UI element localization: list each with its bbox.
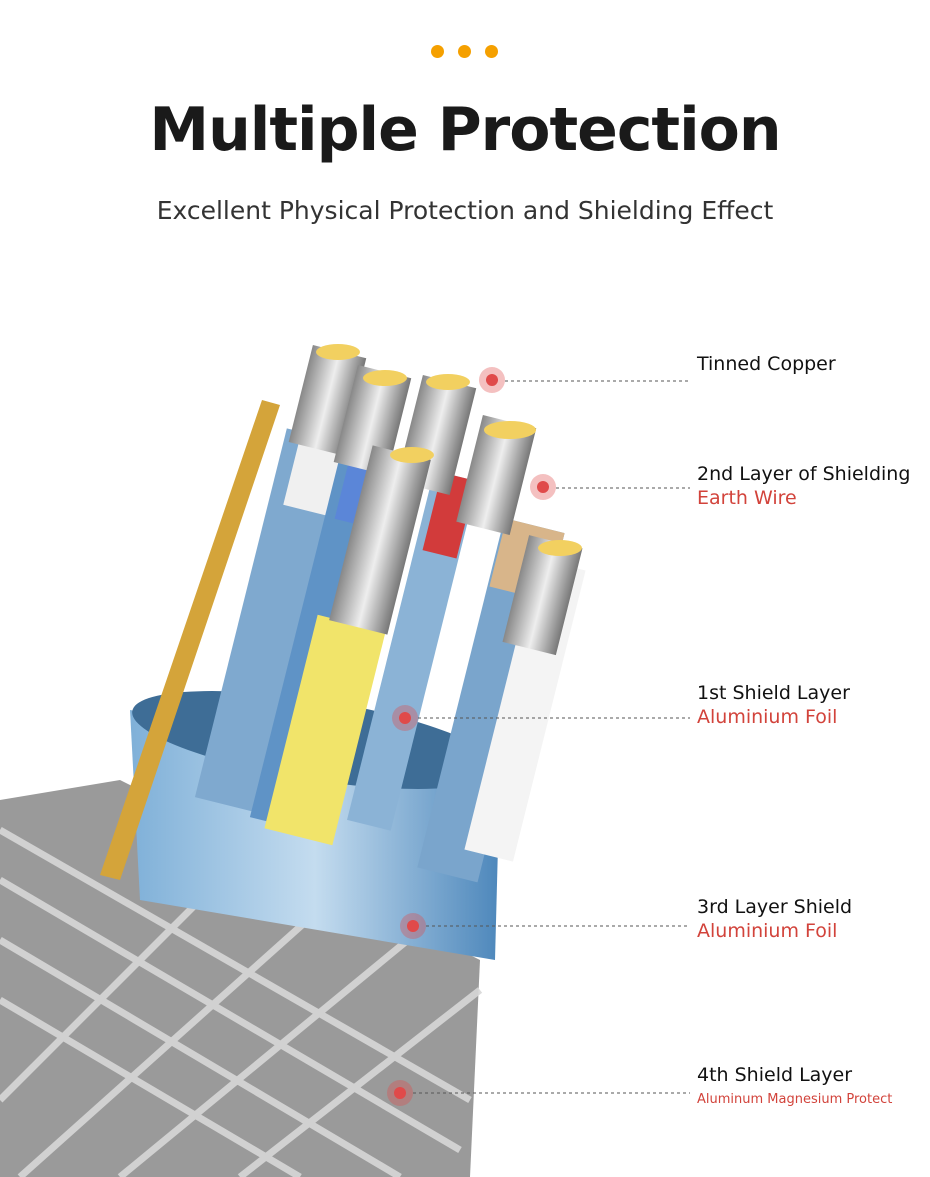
page-subtitle: Excellent Physical Protection and Shield… <box>156 196 774 225</box>
callout-subtitle: Earth Wire <box>697 487 797 509</box>
callout-marker-4th-shield <box>387 1080 690 1106</box>
callout-tinned-copper: Tinned Copper <box>697 353 836 375</box>
callout-2nd-layer-shielding: 2nd Layer of Shielding Earth Wire <box>697 463 910 509</box>
callout-title: 1st Shield Layer <box>697 682 850 704</box>
callout-title: Tinned Copper <box>697 353 836 375</box>
dot-icon <box>431 45 444 58</box>
callout-3rd-layer-shield: 3rd Layer Shield Aluminium Foil <box>697 896 852 942</box>
callout-title: 2nd Layer of Shielding <box>697 463 911 485</box>
callout-subtitle: Aluminium Foil <box>697 920 838 942</box>
callout-title: 3rd Layer Shield <box>697 896 853 918</box>
callout-marker-3rd-shield <box>400 913 690 939</box>
callout-4th-shield-layer: 4th Shield Layer Aluminum Magnesium Prot… <box>697 1064 892 1107</box>
callout-marker-1st-shield <box>392 705 690 731</box>
page-title: Multiple Protection <box>149 95 781 165</box>
callout-markers <box>387 367 690 1106</box>
callout-subtitle: Aluminum Magnesium Protect <box>697 1092 893 1107</box>
decorative-dots <box>431 45 498 58</box>
callout-marker-earth-wire <box>530 474 690 500</box>
dot-icon <box>458 45 471 58</box>
callout-1st-shield-layer: 1st Shield Layer Aluminium Foil <box>697 682 850 728</box>
callout-subtitle: Aluminium Foil <box>697 706 838 728</box>
dot-icon <box>485 45 498 58</box>
callout-title: 4th Shield Layer <box>697 1064 853 1086</box>
wires <box>100 344 586 883</box>
callout-marker-tinned-copper <box>479 367 690 393</box>
